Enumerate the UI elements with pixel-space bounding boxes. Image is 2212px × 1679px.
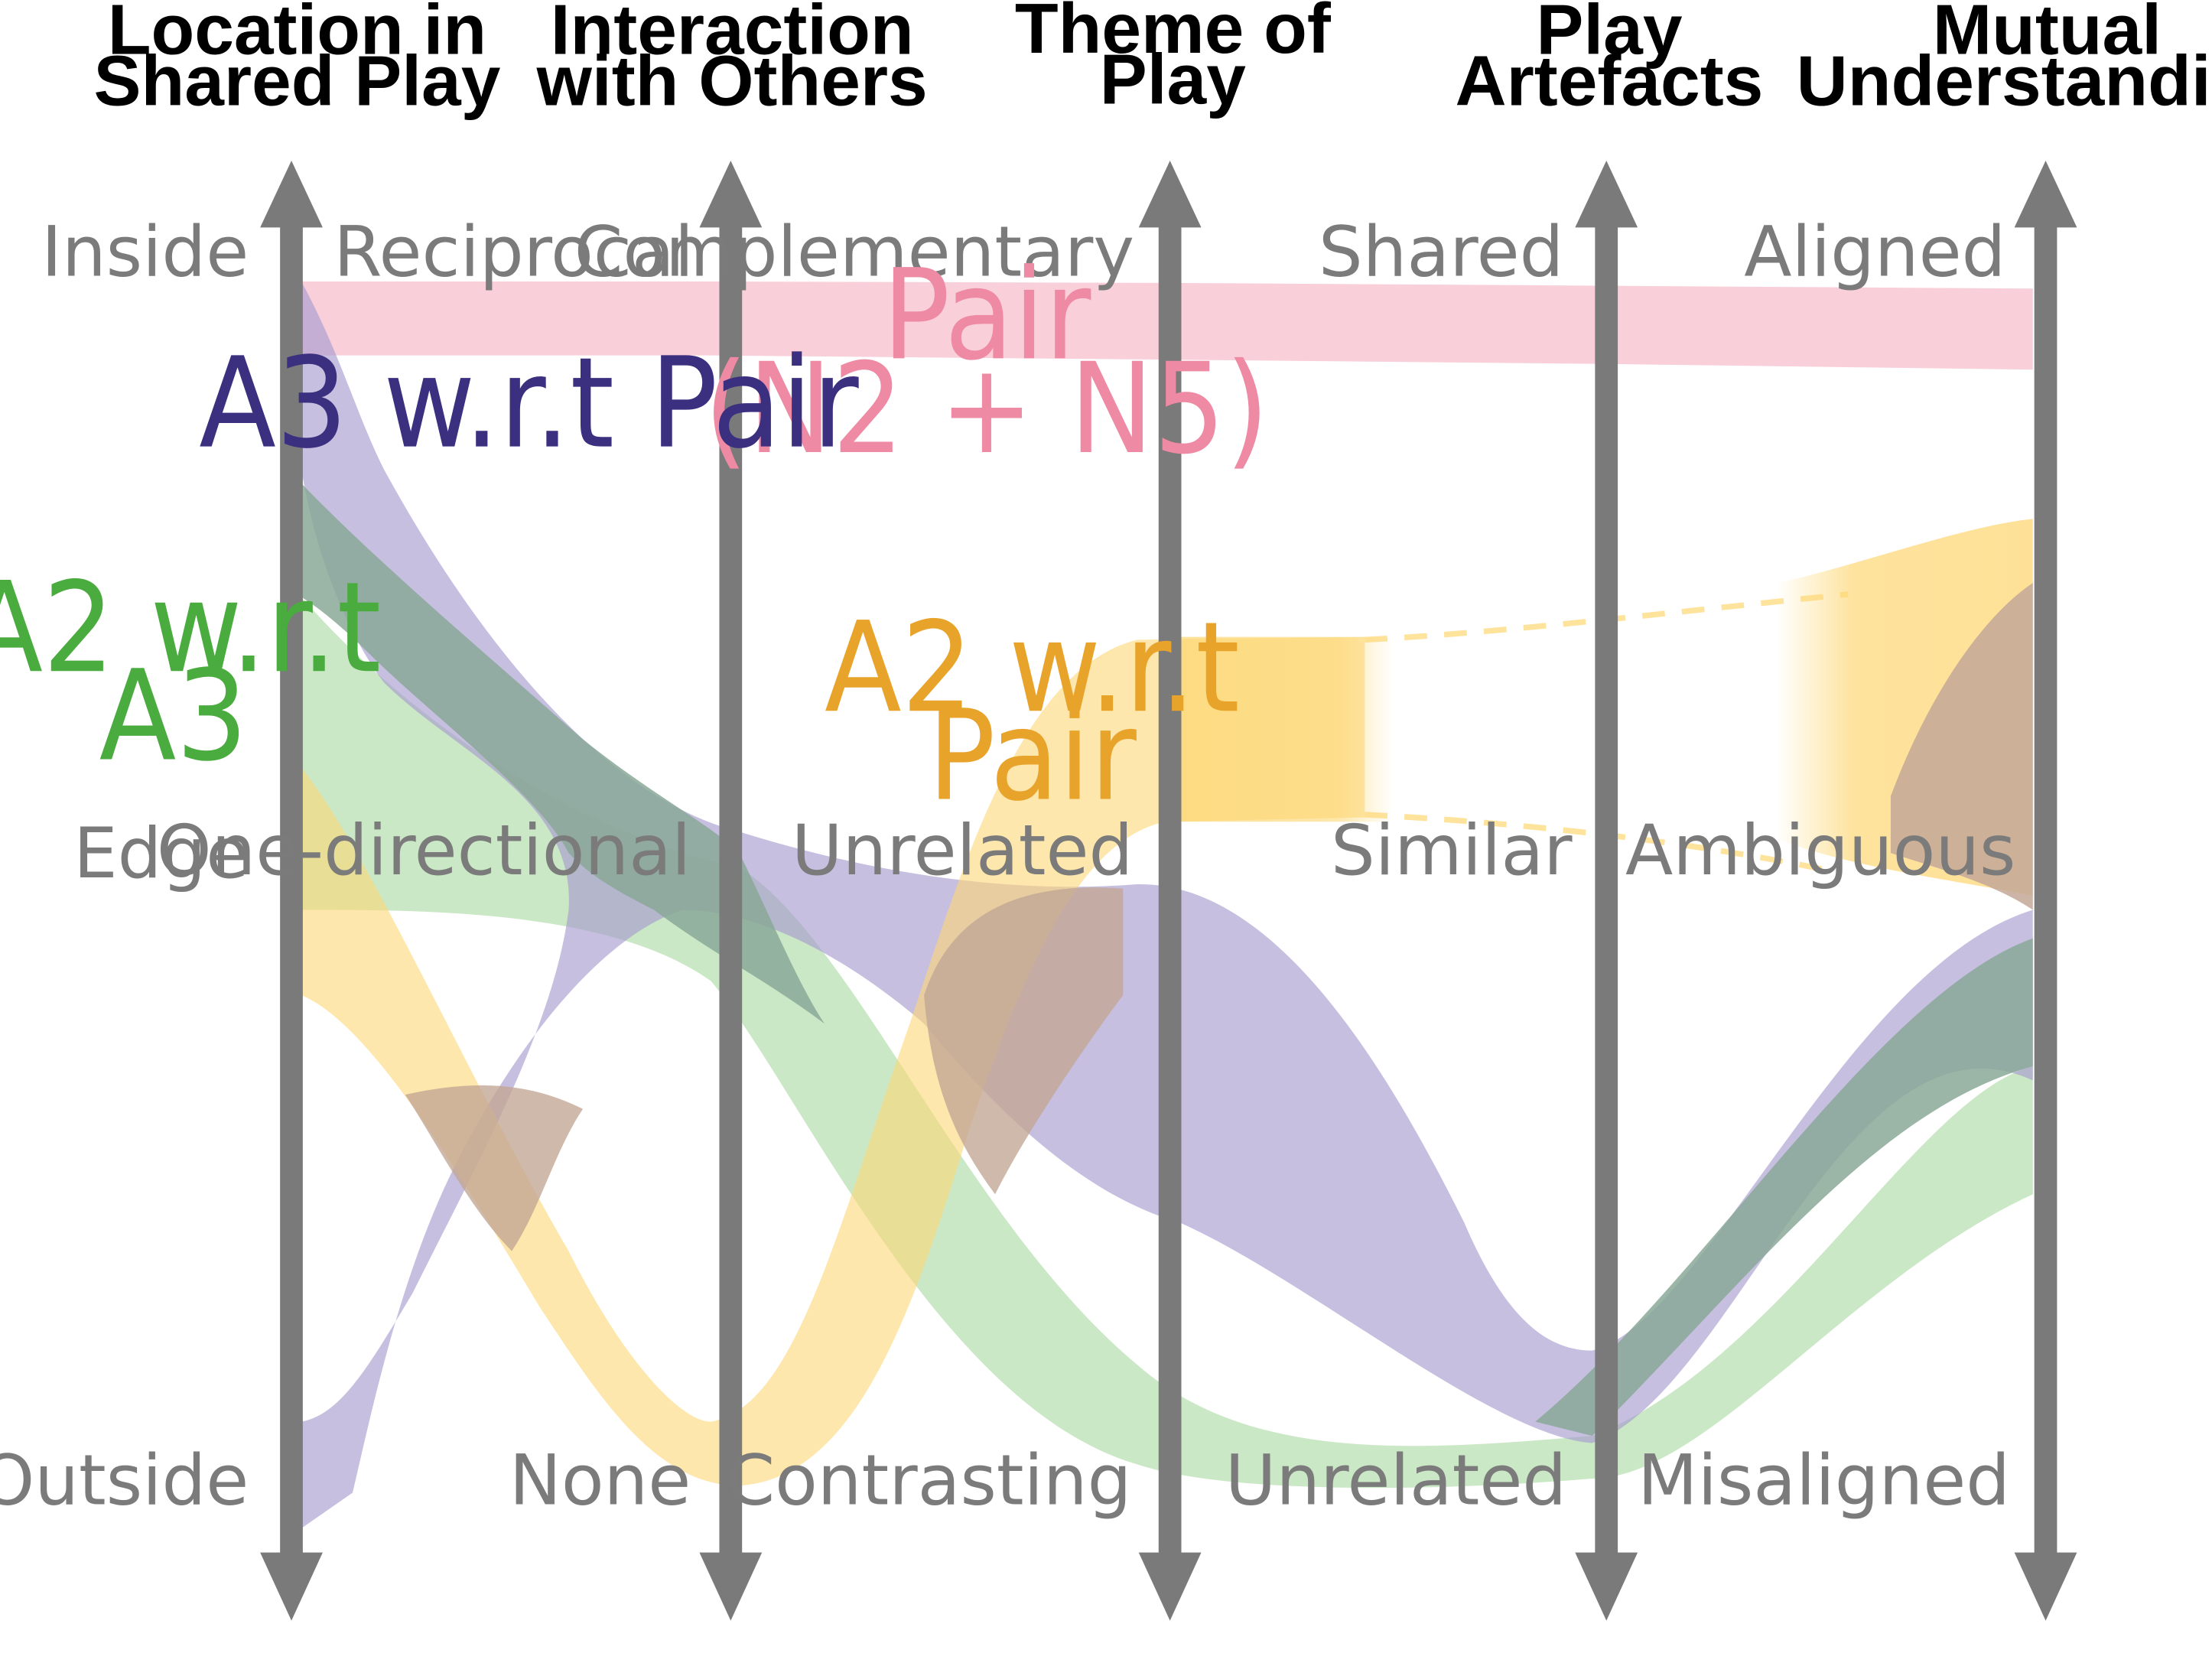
level-label-none: None bbox=[509, 1440, 691, 1521]
axis-location bbox=[260, 161, 323, 1621]
axes bbox=[260, 161, 2077, 1621]
axis-artefacts bbox=[1575, 161, 1638, 1621]
group-label-a2-wrt-a3-line1: A2 w.r.t bbox=[0, 555, 381, 701]
group-label-a2-wrt-pair-line1: A2 w.r.t bbox=[825, 594, 1240, 740]
axis-understanding bbox=[2014, 161, 2077, 1621]
axis-up-arrow-icon bbox=[1138, 161, 1202, 228]
axis-down-arrow-icon bbox=[1575, 1552, 1638, 1621]
axis-theme bbox=[1138, 161, 1202, 1621]
level-label-unrelated-artefacts: Unrelated bbox=[1225, 1440, 1566, 1521]
axis-titles: Location in Shared Play Interaction with… bbox=[94, 0, 2212, 121]
a2-wrt-pair-dashed-upper bbox=[1365, 591, 1849, 643]
level-label-one-directional: One-directional bbox=[157, 810, 691, 891]
axis-title-location-line1: Location in bbox=[108, 0, 486, 70]
axis-up-arrow-icon bbox=[699, 161, 763, 228]
axis-title-theme-line2: Play bbox=[1100, 40, 1246, 119]
group-label-pair-line2: (N2 + N5) bbox=[704, 336, 1269, 482]
overlap-region-dark-left bbox=[301, 483, 825, 1024]
overlap-region-left bbox=[405, 1085, 584, 1251]
level-label-complementary: Complementary bbox=[574, 212, 1134, 293]
level-label-edge: Edge bbox=[73, 813, 249, 894]
level-label-outside: Outside bbox=[0, 1440, 249, 1521]
level-label-shared: Shared bbox=[1319, 212, 1564, 293]
a2-wrt-pair-brown-overlap bbox=[1890, 583, 2033, 910]
level-label-reciprocal: Reciprocal bbox=[333, 212, 694, 293]
axis-title-artefacts-line2: Artefacts bbox=[1456, 41, 1764, 121]
group-label-a2-wrt-pair-line2: Pair bbox=[928, 683, 1137, 829]
level-label-ambiguous: Ambiguous bbox=[1625, 810, 2016, 891]
overlap-region-dark-right bbox=[1535, 938, 2033, 1437]
level-label-misaligned: Misaligned bbox=[1638, 1440, 2010, 1521]
a2-wrt-pair-dashed-lower bbox=[1365, 812, 1835, 874]
group-label-a2-wrt-a3-line2: A3 bbox=[99, 643, 248, 789]
axis-title-artefacts-line1: Play bbox=[1536, 0, 1682, 70]
axis-interaction bbox=[699, 161, 763, 1621]
axis-up-arrow-icon bbox=[260, 161, 323, 228]
level-labels: Inside Edge Outside Reciprocal One-direc… bbox=[0, 212, 2016, 1521]
axis-title-interaction-line2: with Others bbox=[536, 41, 928, 121]
level-label-aligned: Aligned bbox=[1744, 212, 2005, 293]
axis-title-theme-line1: Theme of bbox=[1015, 0, 1332, 68]
axis-up-arrow-icon bbox=[1575, 161, 1638, 228]
axis-down-arrow-icon bbox=[260, 1552, 323, 1621]
axis-title-interaction-line1: Interaction bbox=[551, 0, 914, 70]
level-label-unrelated-theme: Unrelated bbox=[792, 810, 1133, 891]
level-label-similar: Similar bbox=[1331, 810, 1573, 891]
axis-title-location-line2: Shared Play bbox=[94, 41, 501, 121]
group-label-pair-line1: Pair bbox=[882, 242, 1091, 388]
axis-down-arrow-icon bbox=[2014, 1552, 2077, 1621]
axis-title-understanding-line2: Understanding bbox=[1797, 41, 2212, 121]
axis-down-arrow-icon bbox=[699, 1552, 763, 1621]
group-label-a3-wrt-pair: A3 w.r.t Pair bbox=[199, 330, 859, 477]
axis-down-arrow-icon bbox=[1138, 1552, 1202, 1621]
a2-wrt-pair-fade-left bbox=[1166, 636, 1394, 822]
group-labels: Pair (N2 + N5) A3 w.r.t Pair A2 w.r.t A3… bbox=[0, 242, 1269, 828]
level-label-contrasting: Contrasting bbox=[727, 1440, 1132, 1521]
axis-up-arrow-icon bbox=[2014, 161, 2077, 228]
axis-title-understanding-line1: Mutual bbox=[1933, 0, 2162, 70]
level-label-inside: Inside bbox=[41, 212, 249, 293]
a2-wrt-pair-flow-band bbox=[301, 636, 1365, 1486]
overlap-region-center bbox=[924, 887, 1124, 1195]
